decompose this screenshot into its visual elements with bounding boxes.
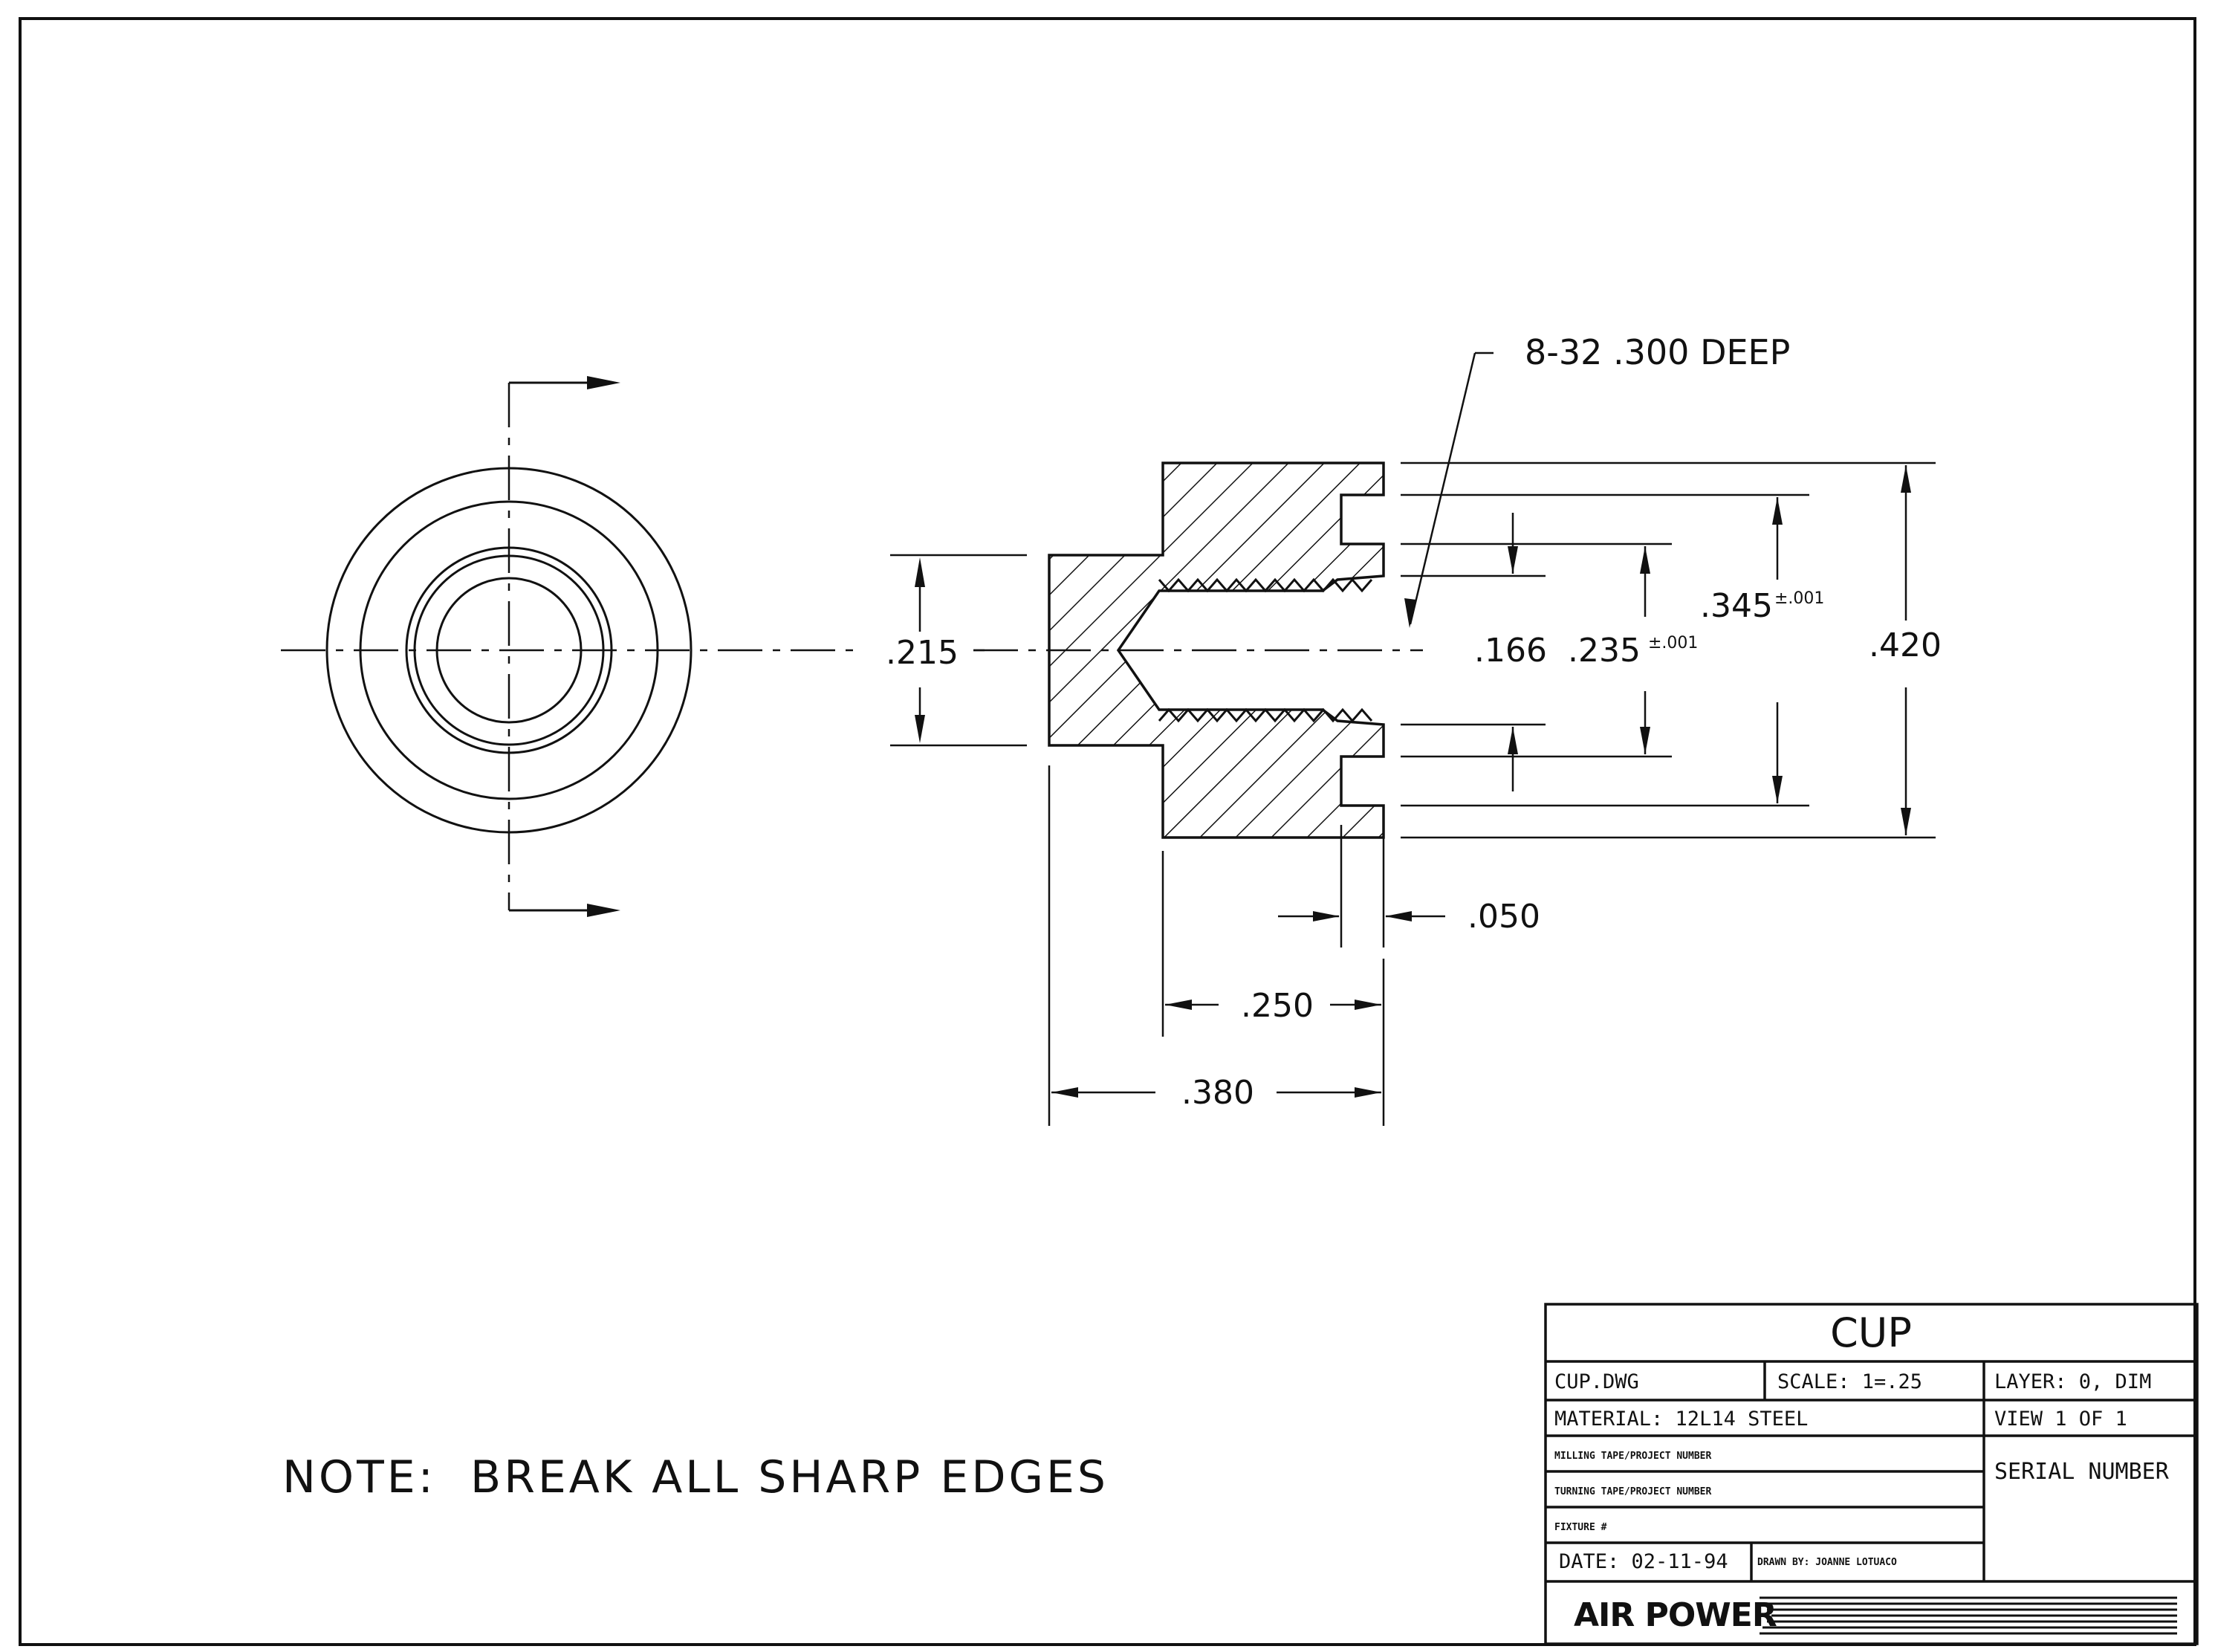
title-block-title: CUP	[1830, 1309, 1912, 1356]
title-block-material: MATERIAL: 12L14 STEEL	[1554, 1408, 1808, 1431]
dim-420: .420	[1869, 626, 1942, 664]
dim-345: .345	[1700, 587, 1773, 625]
dim-050: .050	[1468, 898, 1540, 936]
dimensions	[890, 352, 1936, 1126]
dim-235: .235	[1568, 632, 1641, 670]
title-block-milling: MILLING TAPE/PROJECT NUMBER	[1554, 1451, 1711, 1462]
dim-235-tolerance: ±.001	[1648, 634, 1698, 652]
title-block-fixture: FIXTURE #	[1554, 1522, 1607, 1533]
thread-upper	[1158, 577, 1373, 593]
title-block-drawn-by: DRAWN BY: JOANNE LOTUACO	[1757, 1557, 1897, 1568]
title-block-view: VIEW 1 OF 1	[1994, 1408, 2127, 1431]
dim-166: .166	[1474, 632, 1547, 670]
dim-380: .380	[1181, 1074, 1254, 1112]
company-name: AIR POWER	[1574, 1596, 1777, 1634]
section-view	[973, 461, 1423, 839]
front-view	[281, 376, 854, 917]
title-block-serial: SERIAL NUMBER	[1994, 1459, 2170, 1485]
title-block-scale: SCALE: 1=.25	[1777, 1370, 1922, 1393]
title-block-date: DATE: 02-11-94	[1559, 1550, 1728, 1573]
title-block	[1544, 1303, 2199, 1645]
thread-lower	[1158, 707, 1373, 723]
title-block-file: CUP.DWG	[1554, 1370, 1639, 1393]
note-text: NOTE: BREAK ALL SHARP EDGES	[282, 1451, 1109, 1503]
thread-callout: 8-32 .300 DEEP	[1525, 332, 1790, 372]
title-block-turning: TURNING TAPE/PROJECT NUMBER	[1554, 1486, 1711, 1497]
dim-250: .250	[1241, 987, 1314, 1025]
dim-345-tolerance: ±.001	[1774, 589, 1824, 608]
air-power-logo: AIR POWER	[1574, 1596, 2177, 1635]
dim-215: .215	[886, 634, 959, 672]
drawing-border	[19, 17, 2196, 1646]
title-block-layer: LAYER: 0, DIM	[1994, 1370, 2151, 1393]
